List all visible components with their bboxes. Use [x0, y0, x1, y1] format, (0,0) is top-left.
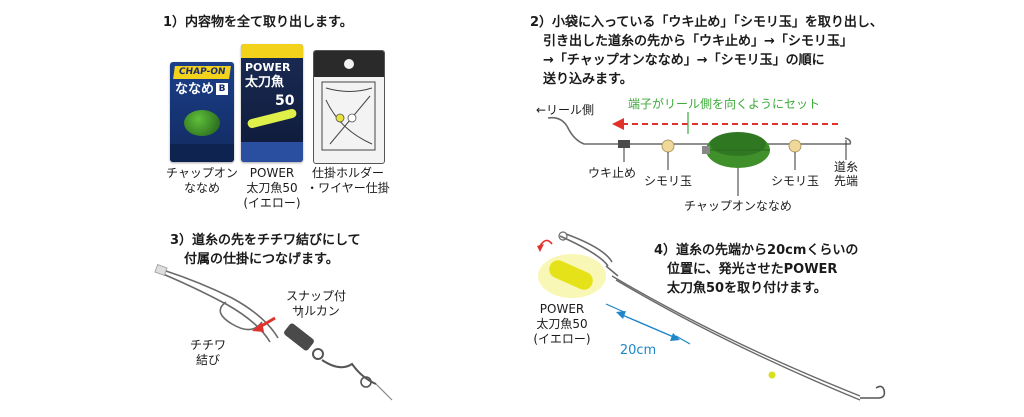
setting-note: 端子がリール側を向くようにセット	[628, 97, 821, 111]
item2-label-line2: 太刀魚50	[246, 181, 298, 195]
reel-side-label: ←リール側	[536, 103, 595, 117]
snap-label-line2: サルカン	[292, 304, 340, 318]
shimori-left-label: シモリ玉	[643, 174, 692, 188]
line-end-label-line1: 道糸	[833, 160, 858, 174]
chapon-package: CHAP-ON ななめ B	[170, 62, 234, 162]
power-label-line3: (イエロー)	[533, 332, 591, 346]
power-package: POWER 太刀魚 50	[241, 44, 303, 162]
step4-title-line3: 太刀魚50を取り付けます。	[667, 281, 827, 296]
lead-bead-icon	[768, 371, 776, 379]
power-label-line2: 太刀魚50	[536, 317, 588, 331]
power-name: 太刀魚	[245, 75, 285, 90]
snap-label-line1: スナップ付	[285, 289, 346, 303]
step3-title-line2: 付属の仕掛につなげます。	[184, 252, 339, 267]
power-stick-icon	[246, 108, 298, 129]
step2-title-line3: →「チャップオンななめ」→「シモリ玉」の順に	[543, 53, 825, 68]
step4-title-line1: 4）道糸の先端から20cmくらいの	[654, 243, 859, 258]
chapon-name: ななめ	[175, 82, 215, 97]
chichiwa-loop-icon	[162, 269, 279, 343]
step2-title-line4: 送り込みます。	[543, 72, 633, 87]
item1-label-line1: チャップオン	[166, 166, 238, 180]
chapon-float-icon	[706, 132, 770, 168]
step3-title-line1: 3）道糸の先をチチワ結びにして	[170, 233, 361, 248]
chapon-float-icon	[184, 110, 220, 136]
shimori-bead-left-icon	[661, 139, 675, 153]
step1-title: 1）内容物を全て取り出します。	[163, 15, 353, 30]
shimori-bead-right-icon	[788, 139, 802, 153]
chapon-label: チャップオンななめ	[684, 199, 792, 213]
chapon-package-footer	[170, 144, 234, 162]
hang-hole-icon	[344, 59, 354, 69]
power-brand: POWER	[245, 61, 291, 74]
item3-label-line1: 仕掛ホルダー	[311, 166, 384, 180]
hook-icon	[860, 385, 886, 399]
distance-arrow	[619, 313, 677, 339]
chichiwa-arrow-icon	[257, 316, 276, 330]
power-package-header	[241, 44, 303, 58]
knot-label-line2: 結び	[195, 353, 220, 367]
step2-title-line2: 引き出した道糸の先から「ウキ止め」→「シモリ玉」	[543, 34, 853, 49]
glow-stick-icon	[549, 260, 593, 290]
knot-label-line1: チチワ	[189, 338, 226, 352]
item1-label-line2: ななめ	[183, 181, 220, 195]
power-package-footer	[241, 142, 303, 162]
step2-title-line1: 2）小袋に入っている「ウキ止め」「シモリ玉」を取り出し、	[530, 15, 883, 30]
main-line	[547, 116, 852, 145]
item2-label-line1: POWER	[249, 166, 295, 180]
chapon-size: B	[216, 83, 228, 95]
shimori-right-label: シモリ玉	[770, 174, 819, 188]
step4-title-line2: 位置に、発光させたPOWER	[667, 262, 838, 277]
uki-dome-label: ウキ止め	[587, 166, 636, 180]
holder-package	[313, 50, 385, 164]
snap-swivel-icon	[284, 323, 393, 401]
distance-label: 20cm	[619, 343, 657, 358]
uki-dome-icon	[618, 140, 630, 148]
power-label-line1: POWER	[539, 302, 585, 316]
line-end-label-line2: 先端	[833, 174, 858, 188]
power-number: 50	[275, 93, 295, 109]
chapon-brand: CHAP-ON	[173, 66, 231, 79]
glow-halo-icon	[538, 254, 606, 298]
item3-label-line2: ・ワイヤー仕掛	[306, 181, 390, 195]
item2-label-line3: (イエロー)	[243, 196, 301, 210]
